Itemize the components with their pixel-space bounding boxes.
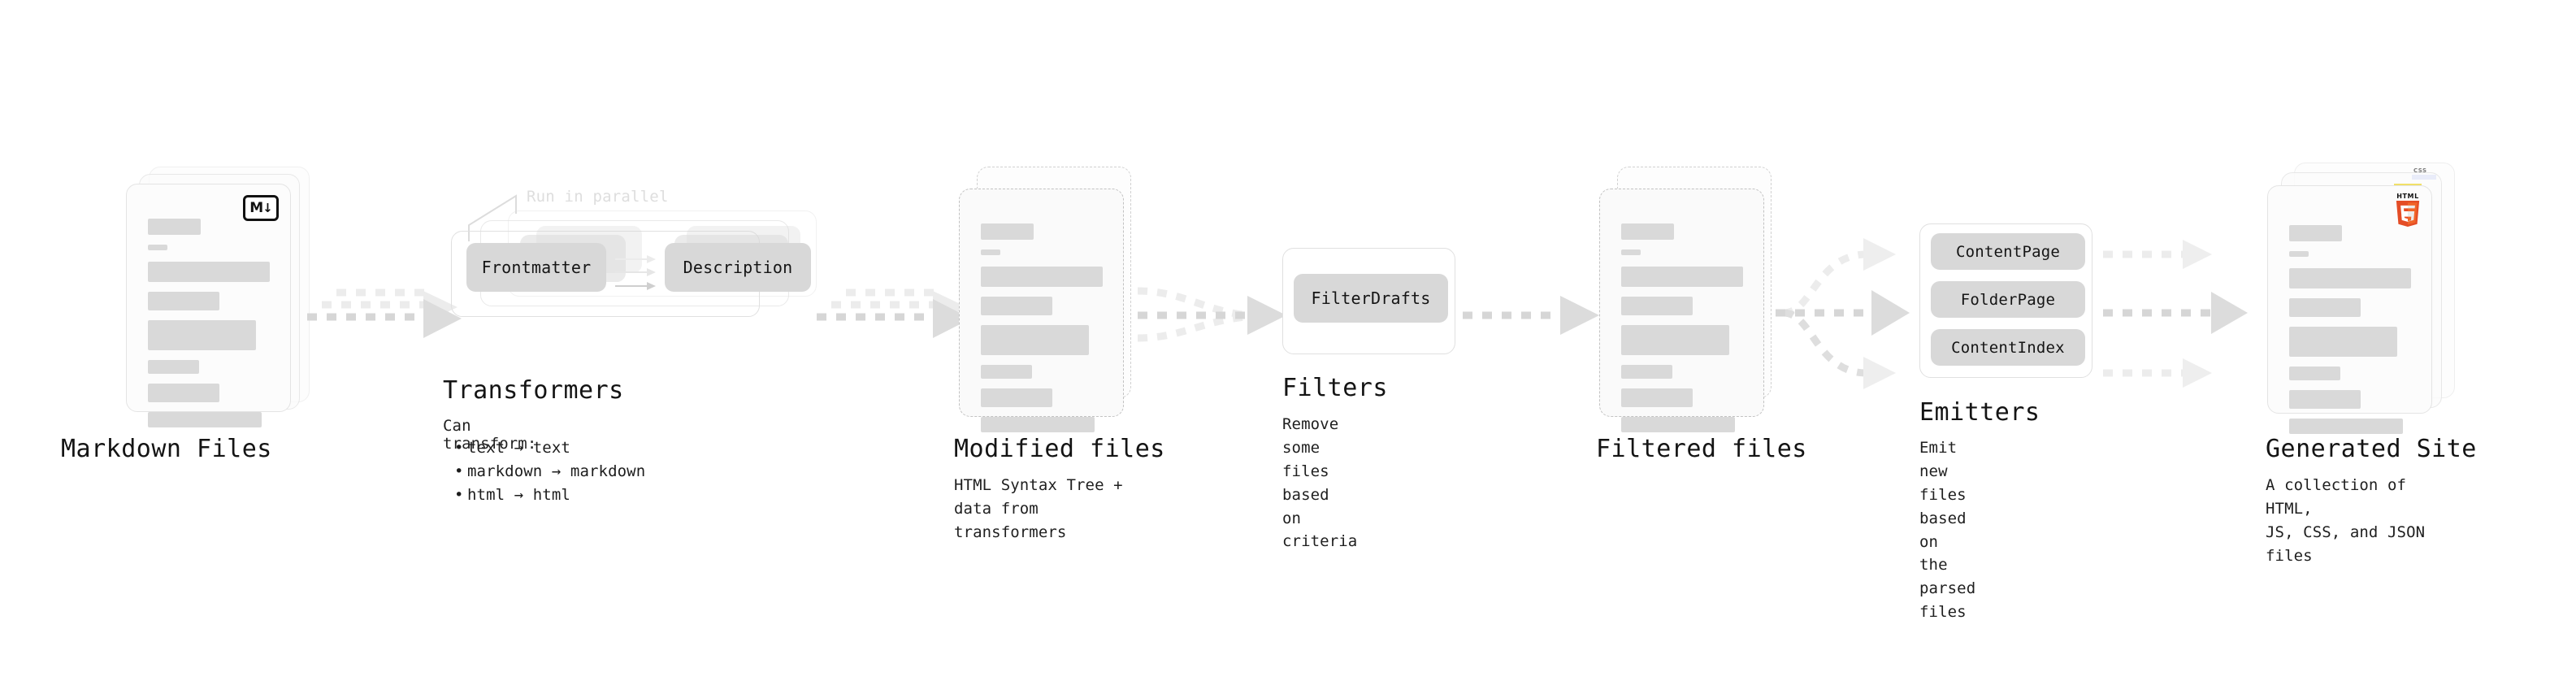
skeleton-bar [148, 412, 262, 427]
skeleton-bar [2289, 367, 2340, 380]
skeleton-bar [2289, 327, 2397, 357]
run-in-parallel-bracket [451, 191, 614, 248]
emitter-pill-folderpage[interactable]: FolderPage [1931, 281, 2085, 318]
skeleton-bar [2289, 419, 2403, 434]
stage-modified-files: Modified files HTML Syntax Tree + data f… [954, 167, 1164, 541]
stage-title-filtered-files: Filtered files [1596, 435, 1807, 463]
skeleton-bar [1621, 249, 1641, 255]
skeleton-bar [1621, 223, 1674, 240]
transformer-pill-label: Description [683, 258, 793, 277]
stage-subtitle-emitters: Emit new files based on the parsed files [1919, 439, 1976, 622]
stage-subtitle-filters: Remove some files based on criteria [1282, 415, 1358, 551]
stage-markdown-files: M↓ Markdown Files [61, 167, 313, 463]
modified-skeleton-bars [981, 223, 1103, 442]
connector-emitters-to-site [2103, 232, 2274, 394]
list-item: text → text [454, 436, 645, 460]
modified-card-front [959, 189, 1124, 432]
transformer-pill-description[interactable]: Description [665, 243, 811, 292]
skeleton-bar [148, 245, 167, 250]
skeleton-bar [1621, 388, 1693, 407]
run-in-parallel-label: Run in parallel [527, 188, 669, 206]
skeleton-bar [1621, 417, 1735, 432]
skeleton-bar [1621, 365, 1672, 379]
emitter-pill-label: FolderPage [1960, 290, 2056, 309]
stage-generated-site: CSS HTML [2266, 163, 2476, 565]
stage-title-emitters: Emitters [1919, 398, 2040, 427]
markdown-card-front: M↓ [126, 184, 291, 427]
skeleton-bar [1621, 297, 1693, 315]
skeleton-bar [2289, 225, 2342, 241]
skeleton-bar [981, 325, 1089, 355]
stage-subtitle-generated-site: A collection of HTML, JS, CSS, and JSON … [2266, 476, 2426, 565]
filtered-skeleton-bars [1621, 223, 1743, 442]
emitter-pill-contentpage[interactable]: ContentPage [1931, 233, 2085, 270]
stage-title-generated-site: Generated Site [2266, 435, 2477, 463]
html5-badge: HTML [2395, 193, 2421, 227]
connector-modified-to-filters [1134, 268, 1304, 358]
modified-card-stack [959, 167, 1146, 432]
skeleton-bar [981, 267, 1103, 287]
markdown-badge: M↓ [243, 195, 279, 221]
emitter-pill-label: ContentPage [1955, 242, 2061, 261]
skeleton-bar [148, 320, 256, 350]
connector-filtered-to-emitters [1776, 232, 1938, 394]
transformers-bullet-list: text → text markdown → markdown html → h… [443, 436, 645, 507]
skeleton-bar [981, 388, 1052, 407]
markdown-card-stack: M↓ [126, 167, 313, 427]
stage-title-markdown-files: Markdown Files [61, 435, 272, 463]
skeleton-bar [148, 292, 219, 310]
skeleton-bar [1621, 267, 1743, 287]
transformer-internal-arrows [614, 254, 662, 293]
list-item: markdown → markdown [454, 460, 645, 484]
list-item: html → html [454, 484, 645, 507]
skeleton-bar [148, 219, 201, 235]
connector-filters-to-filtered [1463, 268, 1609, 358]
connector-md-to-transformers [307, 268, 470, 358]
filtered-card-front [1599, 189, 1764, 432]
skeleton-bar [981, 365, 1032, 379]
skeleton-bar [148, 262, 270, 282]
connector-transformers-to-modified [817, 268, 979, 358]
stage-filtered-files: Filtered files [1596, 167, 1806, 463]
skeleton-bar [981, 249, 1000, 255]
markdown-badge-label: M [249, 199, 263, 216]
skeleton-bar [981, 297, 1052, 315]
emitter-pill-contentindex[interactable]: ContentIndex [1931, 329, 2085, 366]
skeleton-bar [2289, 390, 2361, 409]
skeleton-bar [148, 384, 219, 402]
stage-title-transformers: Transformers [443, 376, 624, 405]
stage-title-filters: Filters [1282, 374, 1388, 402]
skeleton-bar [2289, 251, 2309, 257]
skeleton-bar [981, 417, 1095, 432]
generated-card-stack: CSS HTML [2267, 163, 2462, 434]
html5-badge-label: HTML [2396, 193, 2419, 200]
transformer-pill-label: Frontmatter [481, 258, 592, 277]
emitter-pill-label: ContentIndex [1951, 338, 2065, 357]
stage-title-modified-files: Modified files [954, 435, 1165, 463]
markdown-skeleton-bars [148, 219, 270, 437]
skeleton-bar [1621, 325, 1729, 355]
skeleton-bar [148, 360, 199, 374]
stage-subtitle-modified-files: HTML Syntax Tree + data from transformer… [954, 476, 1123, 541]
css-badge-label: CSS [2413, 167, 2427, 174]
generated-skeleton-bars [2289, 225, 2411, 444]
filter-pill-filterdrafts[interactable]: FilterDrafts [1294, 274, 1448, 323]
transformer-pill-frontmatter[interactable]: Frontmatter [466, 243, 606, 292]
skeleton-bar [981, 223, 1034, 240]
skeleton-bar [2289, 298, 2361, 317]
filtered-card-stack [1599, 167, 1786, 432]
filter-pill-label: FilterDrafts [1311, 288, 1431, 308]
generated-card-front: HTML [2267, 185, 2432, 434]
skeleton-bar [2289, 268, 2411, 288]
